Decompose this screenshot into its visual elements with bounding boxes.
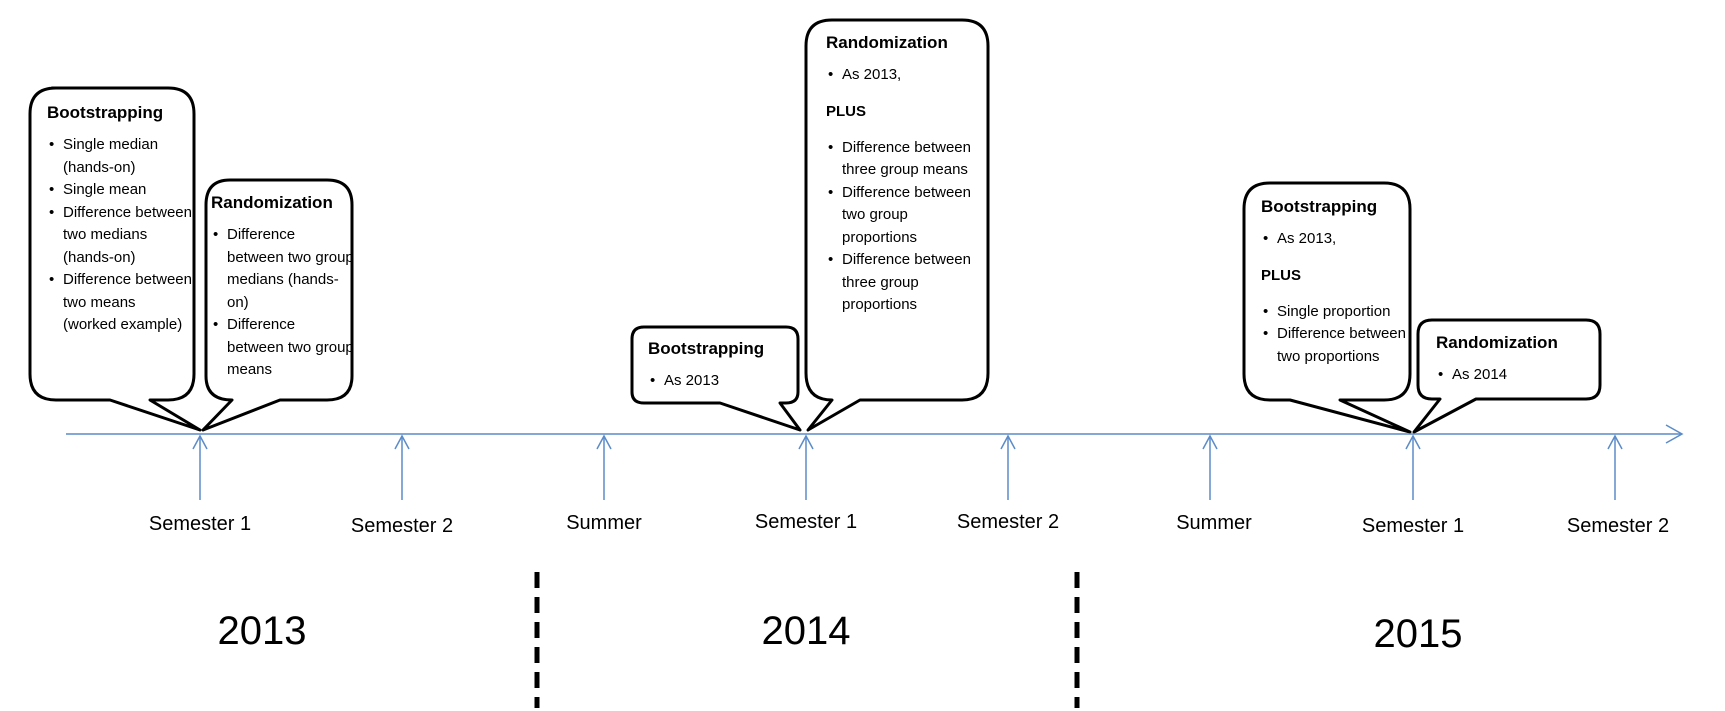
- plus-label: PLUS: [826, 102, 867, 120]
- callout-title: Bootstrapping: [47, 103, 164, 122]
- list-item: Difference between two group means: [211, 314, 354, 382]
- tick-label-2015-semester-2: Semester 2: [1566, 515, 1670, 537]
- tick-label-2014-summer: Summer: [1176, 512, 1252, 534]
- list-item: Single proportion: [1261, 301, 1410, 324]
- year-label-2015: 2015: [1373, 612, 1463, 656]
- callout-intro-list: As 2013,: [1261, 228, 1410, 251]
- list-item: As 2014: [1436, 364, 1598, 387]
- callout-title: Randomization: [826, 33, 948, 52]
- callout-list: Single proportion Difference between two…: [1261, 301, 1410, 369]
- timeline-axis-arrowhead: [1665, 424, 1684, 444]
- tick-arrow-2014-summer: [1202, 434, 1218, 500]
- callout-bootstrapping-2013: Bootstrapping Single median (hands-on) S…: [33, 92, 193, 337]
- callout-title: Randomization: [211, 193, 333, 212]
- list-item: Single mean: [47, 179, 193, 202]
- list-item: Difference between two group proportions: [826, 182, 986, 250]
- plus-label: PLUS: [1261, 266, 1302, 284]
- tick-arrow-2015-semester-1: [1405, 434, 1421, 500]
- callout-list: As 2013: [648, 370, 796, 393]
- list-item: Single median (hands-on): [47, 134, 193, 179]
- callout-title: Randomization: [1436, 333, 1558, 352]
- list-item: Difference between two means (worked exa…: [47, 269, 193, 337]
- list-item: As 2013,: [1261, 228, 1410, 251]
- callout-list: Difference between two group medians (ha…: [211, 224, 354, 382]
- callout-randomization-2013: Randomization Difference between two gro…: [196, 182, 354, 382]
- tick-arrow-2013-semester-1: [192, 434, 208, 500]
- list-item: Difference between two proportions: [1261, 323, 1410, 368]
- callout-bootstrapping-2014: Bootstrapping As 2013: [634, 328, 796, 393]
- tick-arrow-2015-semester-2: [1607, 434, 1623, 500]
- tick-arrow-2013-summer: [596, 434, 612, 500]
- list-item: Difference between three group proportio…: [826, 249, 986, 317]
- tick-arrow-2014-semester-2: [1000, 434, 1016, 500]
- tick-label-2013-semester-2: Semester 2: [350, 515, 454, 537]
- tick-label-2013-semester-1: Semester 1: [148, 513, 252, 535]
- list-item: Difference between three group means: [826, 137, 986, 182]
- tick-arrow-2013-semester-2: [394, 434, 410, 500]
- callout-randomization-2014: Randomization As 2013, PLUS Difference b…: [810, 22, 986, 317]
- list-item: Difference between two group medians (ha…: [211, 224, 354, 314]
- callout-list: Difference between three group means Dif…: [826, 137, 986, 317]
- callout-title: Bootstrapping: [1261, 197, 1378, 216]
- callout-intro-list: As 2013,: [826, 64, 986, 87]
- list-item: Difference between two medians (hands-on…: [47, 202, 193, 270]
- callout-list: As 2014: [1436, 364, 1598, 387]
- year-label-2013: 2013: [217, 609, 307, 653]
- callout-bootstrapping-2015: Bootstrapping As 2013, PLUS Single propo…: [1246, 186, 1410, 368]
- callout-title: Bootstrapping: [648, 339, 765, 358]
- year-label-2014: 2014: [761, 609, 851, 653]
- list-item: As 2013: [648, 370, 796, 393]
- callout-randomization-2015: Randomization As 2014: [1420, 322, 1598, 387]
- list-item: As 2013,: [826, 64, 986, 87]
- tick-label-2013-summer: Summer: [566, 512, 642, 534]
- callout-list: Single median (hands-on) Single mean Dif…: [47, 134, 193, 337]
- tick-arrow-2014-semester-1: [798, 434, 814, 500]
- tick-label-2014-semester-2: Semester 2: [956, 511, 1060, 533]
- tick-label-2015-semester-1: Semester 1: [1361, 515, 1465, 537]
- tick-label-2014-semester-1: Semester 1: [754, 511, 858, 533]
